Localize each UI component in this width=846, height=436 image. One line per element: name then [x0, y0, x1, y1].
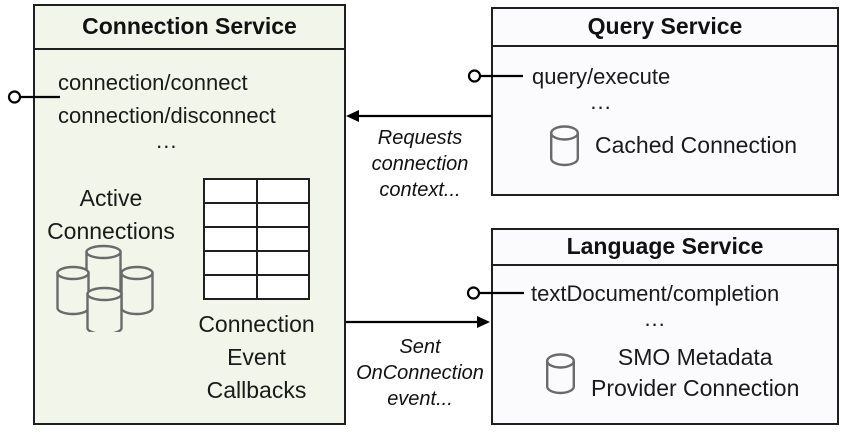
- language-service-title: Language Service: [566, 232, 764, 259]
- requests-connection-context-label: Requests connection context...: [371, 127, 469, 201]
- methods-ellipsis: ...: [156, 128, 178, 153]
- table-cell: [205, 252, 256, 274]
- database-icon: [545, 352, 576, 394]
- smo-metadata-row: SMO Metadata Provider Connection: [545, 342, 799, 404]
- table-cell: [205, 204, 256, 226]
- active-connections-label: Active Connections: [47, 185, 175, 244]
- table-cell: [257, 228, 308, 250]
- language-service-box: [491, 228, 839, 425]
- method-connection-connect: connection/connect: [58, 70, 248, 95]
- method-connection-disconnect: connection/disconnect: [58, 103, 276, 128]
- method-textdocument-completion: textDocument/completion: [531, 281, 780, 306]
- database-cluster-icon: [56, 244, 154, 332]
- table-cell: [257, 252, 308, 274]
- query-service-header: Query Service: [491, 7, 839, 47]
- table-cell: [257, 204, 308, 226]
- sent-onconnection-event-label: Sent OnConnection event...: [356, 336, 484, 410]
- connection-service-methods: connection/connect connection/disconnect…: [58, 66, 276, 153]
- arrowhead-left-icon: [346, 110, 359, 122]
- connection-service-title: Connection Service: [82, 12, 297, 39]
- table-cell: [205, 180, 256, 202]
- requests-arrow: [346, 110, 492, 122]
- connection-service-header: Connection Service: [33, 4, 346, 50]
- arrowhead-right-icon: [477, 316, 490, 328]
- method-query-execute: query/execute: [532, 64, 671, 89]
- query-service-title: Query Service: [587, 12, 743, 39]
- language-service-header: Language Service: [491, 228, 839, 266]
- database-icon: [549, 124, 580, 166]
- smo-metadata-label: SMO Metadata Provider Connection: [591, 344, 800, 401]
- table-cell: [205, 228, 256, 250]
- methods-ellipsis: ...: [644, 306, 666, 331]
- methods-ellipsis: ...: [590, 89, 612, 114]
- query-service-methods: query/execute ...: [532, 60, 671, 114]
- table-cell: [257, 180, 308, 202]
- cached-connection-row: Cached Connection: [549, 123, 797, 167]
- table-cell: [257, 276, 308, 298]
- connection-callbacks-table: [203, 178, 310, 300]
- cached-connection-label: Cached Connection: [595, 131, 798, 158]
- language-service-methods: textDocument/completion ...: [531, 277, 780, 331]
- table-cell: [205, 276, 256, 298]
- sent-arrow: [346, 316, 490, 328]
- connection-event-callbacks-label: Connection Event Callbacks: [198, 311, 315, 403]
- query-service-box: [491, 7, 839, 196]
